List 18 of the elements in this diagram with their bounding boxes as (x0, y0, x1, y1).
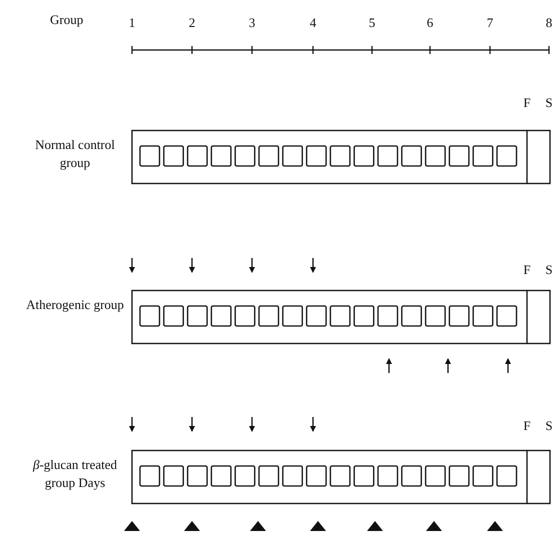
marker-letter: F (523, 418, 531, 433)
tick-label: 1 (128, 15, 136, 30)
tick-label: 8 (546, 15, 552, 30)
axis-title: Group (50, 12, 84, 27)
marker-letter: F (523, 262, 531, 277)
group-label: Normal control group (34, 136, 116, 172)
marker-letter: S (545, 418, 553, 433)
marker-letter: S (545, 262, 553, 277)
tick-label: 7 (486, 15, 494, 30)
tick-label: 4 (310, 15, 316, 30)
group-label: Atherogenic group (26, 296, 124, 314)
marker-letter: F (523, 95, 531, 110)
marker-letter: S (545, 95, 553, 110)
group-label: β-glucan treated group Days (32, 456, 118, 492)
tick-label: 6 (426, 15, 434, 30)
tick-label: 3 (248, 15, 256, 30)
tick-label: 2 (188, 15, 196, 30)
tick-label: 5 (368, 15, 376, 30)
